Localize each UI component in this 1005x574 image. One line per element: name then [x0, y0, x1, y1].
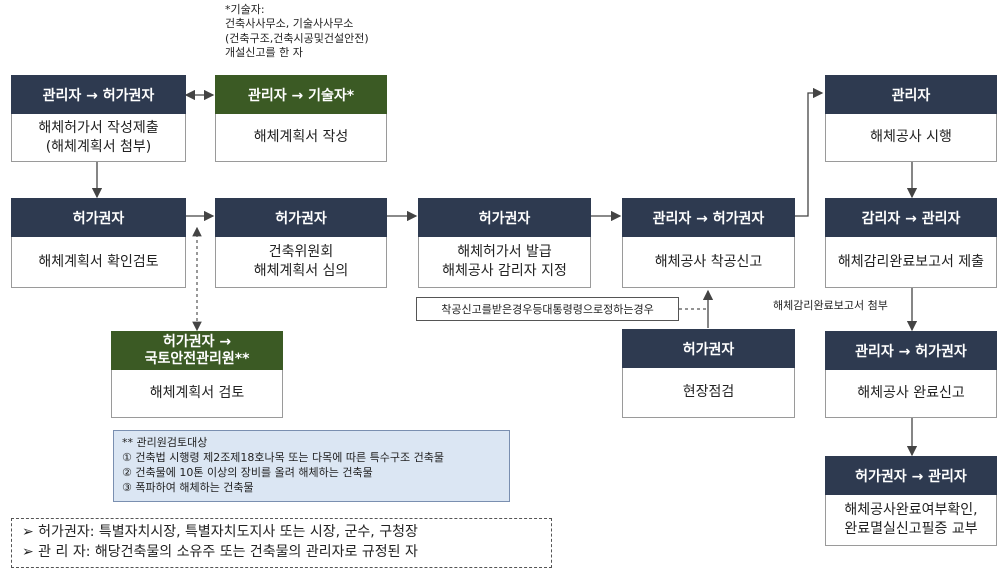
step-body-line: 해체계획서 심의	[253, 263, 349, 279]
step-header: 허가권자	[215, 198, 387, 237]
step-header: 허가권자	[418, 198, 591, 237]
step-header: 관리자 → 허가권자	[11, 75, 186, 114]
step-body-line: 해체공사 감리자 지정	[442, 263, 567, 279]
note-line: ** 관리원검토대상	[122, 436, 208, 449]
step-body: 현장점검	[623, 368, 794, 417]
step-header-line: 허가권자 →	[162, 333, 232, 350]
step-body-line: 해체계획서 검토	[149, 385, 245, 402]
step-header: 관리자 → 허가권자	[825, 331, 997, 370]
note-line: 개설신고를 한 자	[225, 45, 303, 59]
legend-line: ➢ 허가권자: 특별자치시장, 특별자치도지사 또는 시장, 군수, 구청장	[22, 524, 418, 540]
step-header: 허가권자 → 국토안전관리원**	[111, 331, 283, 370]
step-body: 해체허가서 발급 해체공사 감리자 지정	[419, 237, 590, 287]
step-issue-permit: 허가권자 해체허가서 발급 해체공사 감리자 지정	[418, 198, 591, 288]
step-header: 허가권자	[11, 198, 186, 237]
step-submit-permit: 관리자 → 허가권자 해체허가서 작성제출 (해체계획서 첨부)	[11, 75, 186, 162]
role-legend: ➢ 허가권자: 특별자치시장, 특별자치도지사 또는 시장, 군수, 구청장 ➢…	[11, 518, 552, 568]
step-body: 건축위원회 해체계획서 심의	[216, 237, 386, 287]
step-body: 해체계획서 작성	[216, 114, 386, 161]
note-line: (건축구조,건축시공및건설안전)	[225, 31, 369, 45]
note-line: ③ 폭파하여 해체하는 건축물	[122, 480, 254, 494]
note-line: *기술자:	[225, 3, 265, 16]
step-body-line: 완료멸실신고필증 교부	[844, 521, 978, 537]
step-body: 해체공사 착공신고	[623, 237, 794, 287]
step-body: 해체계획서 검토	[112, 370, 282, 417]
step-completion-confirm: 허가권자 → 관리자 해체공사완료여부확인, 완료멸실신고필증 교부	[825, 456, 997, 546]
step-body-line: 해체계획서 확인검토	[38, 253, 159, 270]
step-body-line: 해체공사완료여부확인,	[844, 502, 978, 519]
arrow-b6-b7	[795, 87, 824, 217]
step-body: 해체공사 시행	[826, 114, 996, 161]
legend-line: ➢ 관 리 자: 해당건축물의 소유주 또는 건축물의 관리자로 규정된 자	[22, 544, 418, 561]
review-target-note: ** 관리원검토대상 ① 건축법 시행령 제2조제18호나목 또는 다목에 따른…	[113, 430, 510, 502]
step-kalis-review: 허가권자 → 국토안전관리원** 해체계획서 검토	[111, 331, 283, 418]
step-header: 허가권자 → 관리자	[825, 456, 997, 495]
note-line: ② 건축물에 10톤 이상의 장비를 올려 해체하는 건축물	[122, 465, 373, 479]
step-header: 감리자 → 관리자	[825, 198, 997, 237]
step-body: 해체계획서 확인검토	[12, 237, 185, 287]
step-header-line: 국토안전관리원**	[144, 350, 250, 367]
step-body-line: 해체공사 완료신고	[857, 385, 965, 402]
step-body-line: 해체공사 착공신고	[654, 253, 763, 270]
step-start-report: 관리자 → 허가권자 해체공사 착공신고	[622, 198, 795, 288]
step-supervision-report: 감리자 → 관리자 해체감리완료보고서 제출	[825, 198, 997, 288]
step-body-line: 해체허가서 발급	[457, 244, 552, 261]
step-header: 관리자 → 허가권자	[622, 198, 795, 237]
technician-note: *기술자: 건축사사무소, 기술사사무소 (건축구조,건축시공및건설안전) 개설…	[225, 3, 369, 60]
step-body-line: 해체계획서 작성	[253, 129, 349, 146]
step-site-inspection: 허가권자 현장점검	[622, 329, 795, 418]
step-body: 해체허가서 작성제출 (해체계획서 첨부)	[12, 114, 185, 161]
step-body-line: 해체허가서 작성제출	[38, 119, 159, 136]
step-header: 관리자	[825, 75, 997, 114]
step-body-line: 해체감리완료보고서 제출	[837, 253, 985, 270]
step-plan-review: 허가권자 해체계획서 확인검토	[11, 198, 186, 288]
step-header: 허가권자	[622, 329, 795, 368]
step-body-line: 해체공사 시행	[870, 129, 952, 146]
condition-label: 착공신고를받은경우등대통령령으로정하는경우	[416, 297, 679, 321]
step-body-line: 건축위원회	[268, 244, 334, 261]
note-line: ① 건축법 시행령 제2조제18호나목 또는 다목에 따른 특수구조 건축물	[122, 450, 444, 464]
step-body-line: 현장점검	[682, 384, 735, 401]
step-completion-report: 관리자 → 허가권자 해체공사 완료신고	[825, 331, 997, 418]
step-write-plan: 관리자 → 기술자* 해체계획서 작성	[215, 75, 387, 162]
step-body: 해체공사완료여부확인, 완료멸실신고필증 교부	[826, 495, 996, 545]
step-body-line: (해체계획서 첨부)	[45, 138, 152, 155]
step-header: 관리자 → 기술자*	[215, 75, 387, 114]
attachment-label: 해체감리완료보고서 첨부	[773, 299, 888, 312]
step-body: 해체감리완료보고서 제출	[826, 237, 996, 287]
note-line: 건축사사무소, 기술사사무소	[225, 17, 354, 31]
step-committee: 허가권자 건축위원회 해체계획서 심의	[215, 198, 387, 288]
step-execute: 관리자 해체공사 시행	[825, 75, 997, 162]
step-body: 해체공사 완료신고	[826, 370, 996, 417]
